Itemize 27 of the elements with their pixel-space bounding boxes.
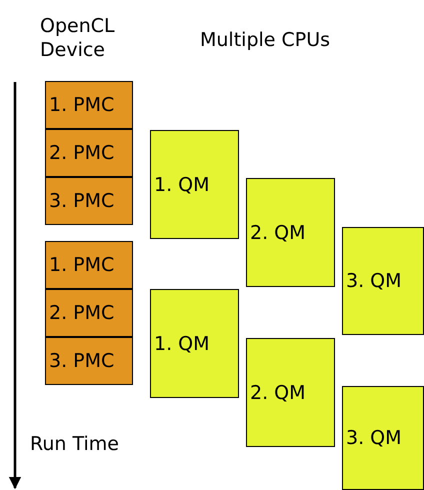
axis-label: Run Time [30, 432, 120, 456]
qm-box [342, 386, 424, 490]
qm-box [150, 130, 239, 239]
box-label: 3. QM [345, 427, 402, 449]
box-label: 2. QM [249, 222, 306, 244]
qm-box [342, 227, 424, 335]
pmc-box [45, 241, 133, 289]
box-label: 1. PMC [48, 254, 114, 276]
pmc-box [45, 177, 133, 225]
qm-box [246, 178, 335, 287]
device-heading: OpenCL Device [40, 14, 116, 62]
box-label: 2. QM [249, 382, 306, 404]
pmc-box [45, 289, 133, 337]
pmc-box [45, 337, 133, 385]
cpu-heading: Multiple CPUs [200, 28, 332, 52]
box-label: 1. QM [153, 332, 210, 354]
qm-box [150, 289, 239, 398]
qm-box [246, 338, 335, 447]
pmc-box [45, 129, 133, 177]
box-label: 3. PMC [48, 190, 114, 212]
box-label: 1. PMC [48, 94, 114, 116]
box-label: 2. PMC [48, 302, 114, 324]
box-label: 1. QM [153, 174, 210, 196]
box-label: 3. QM [345, 270, 402, 292]
box-label: 3. PMC [48, 350, 114, 372]
pmc-box [45, 81, 133, 129]
box-label: 2. PMC [48, 142, 114, 164]
